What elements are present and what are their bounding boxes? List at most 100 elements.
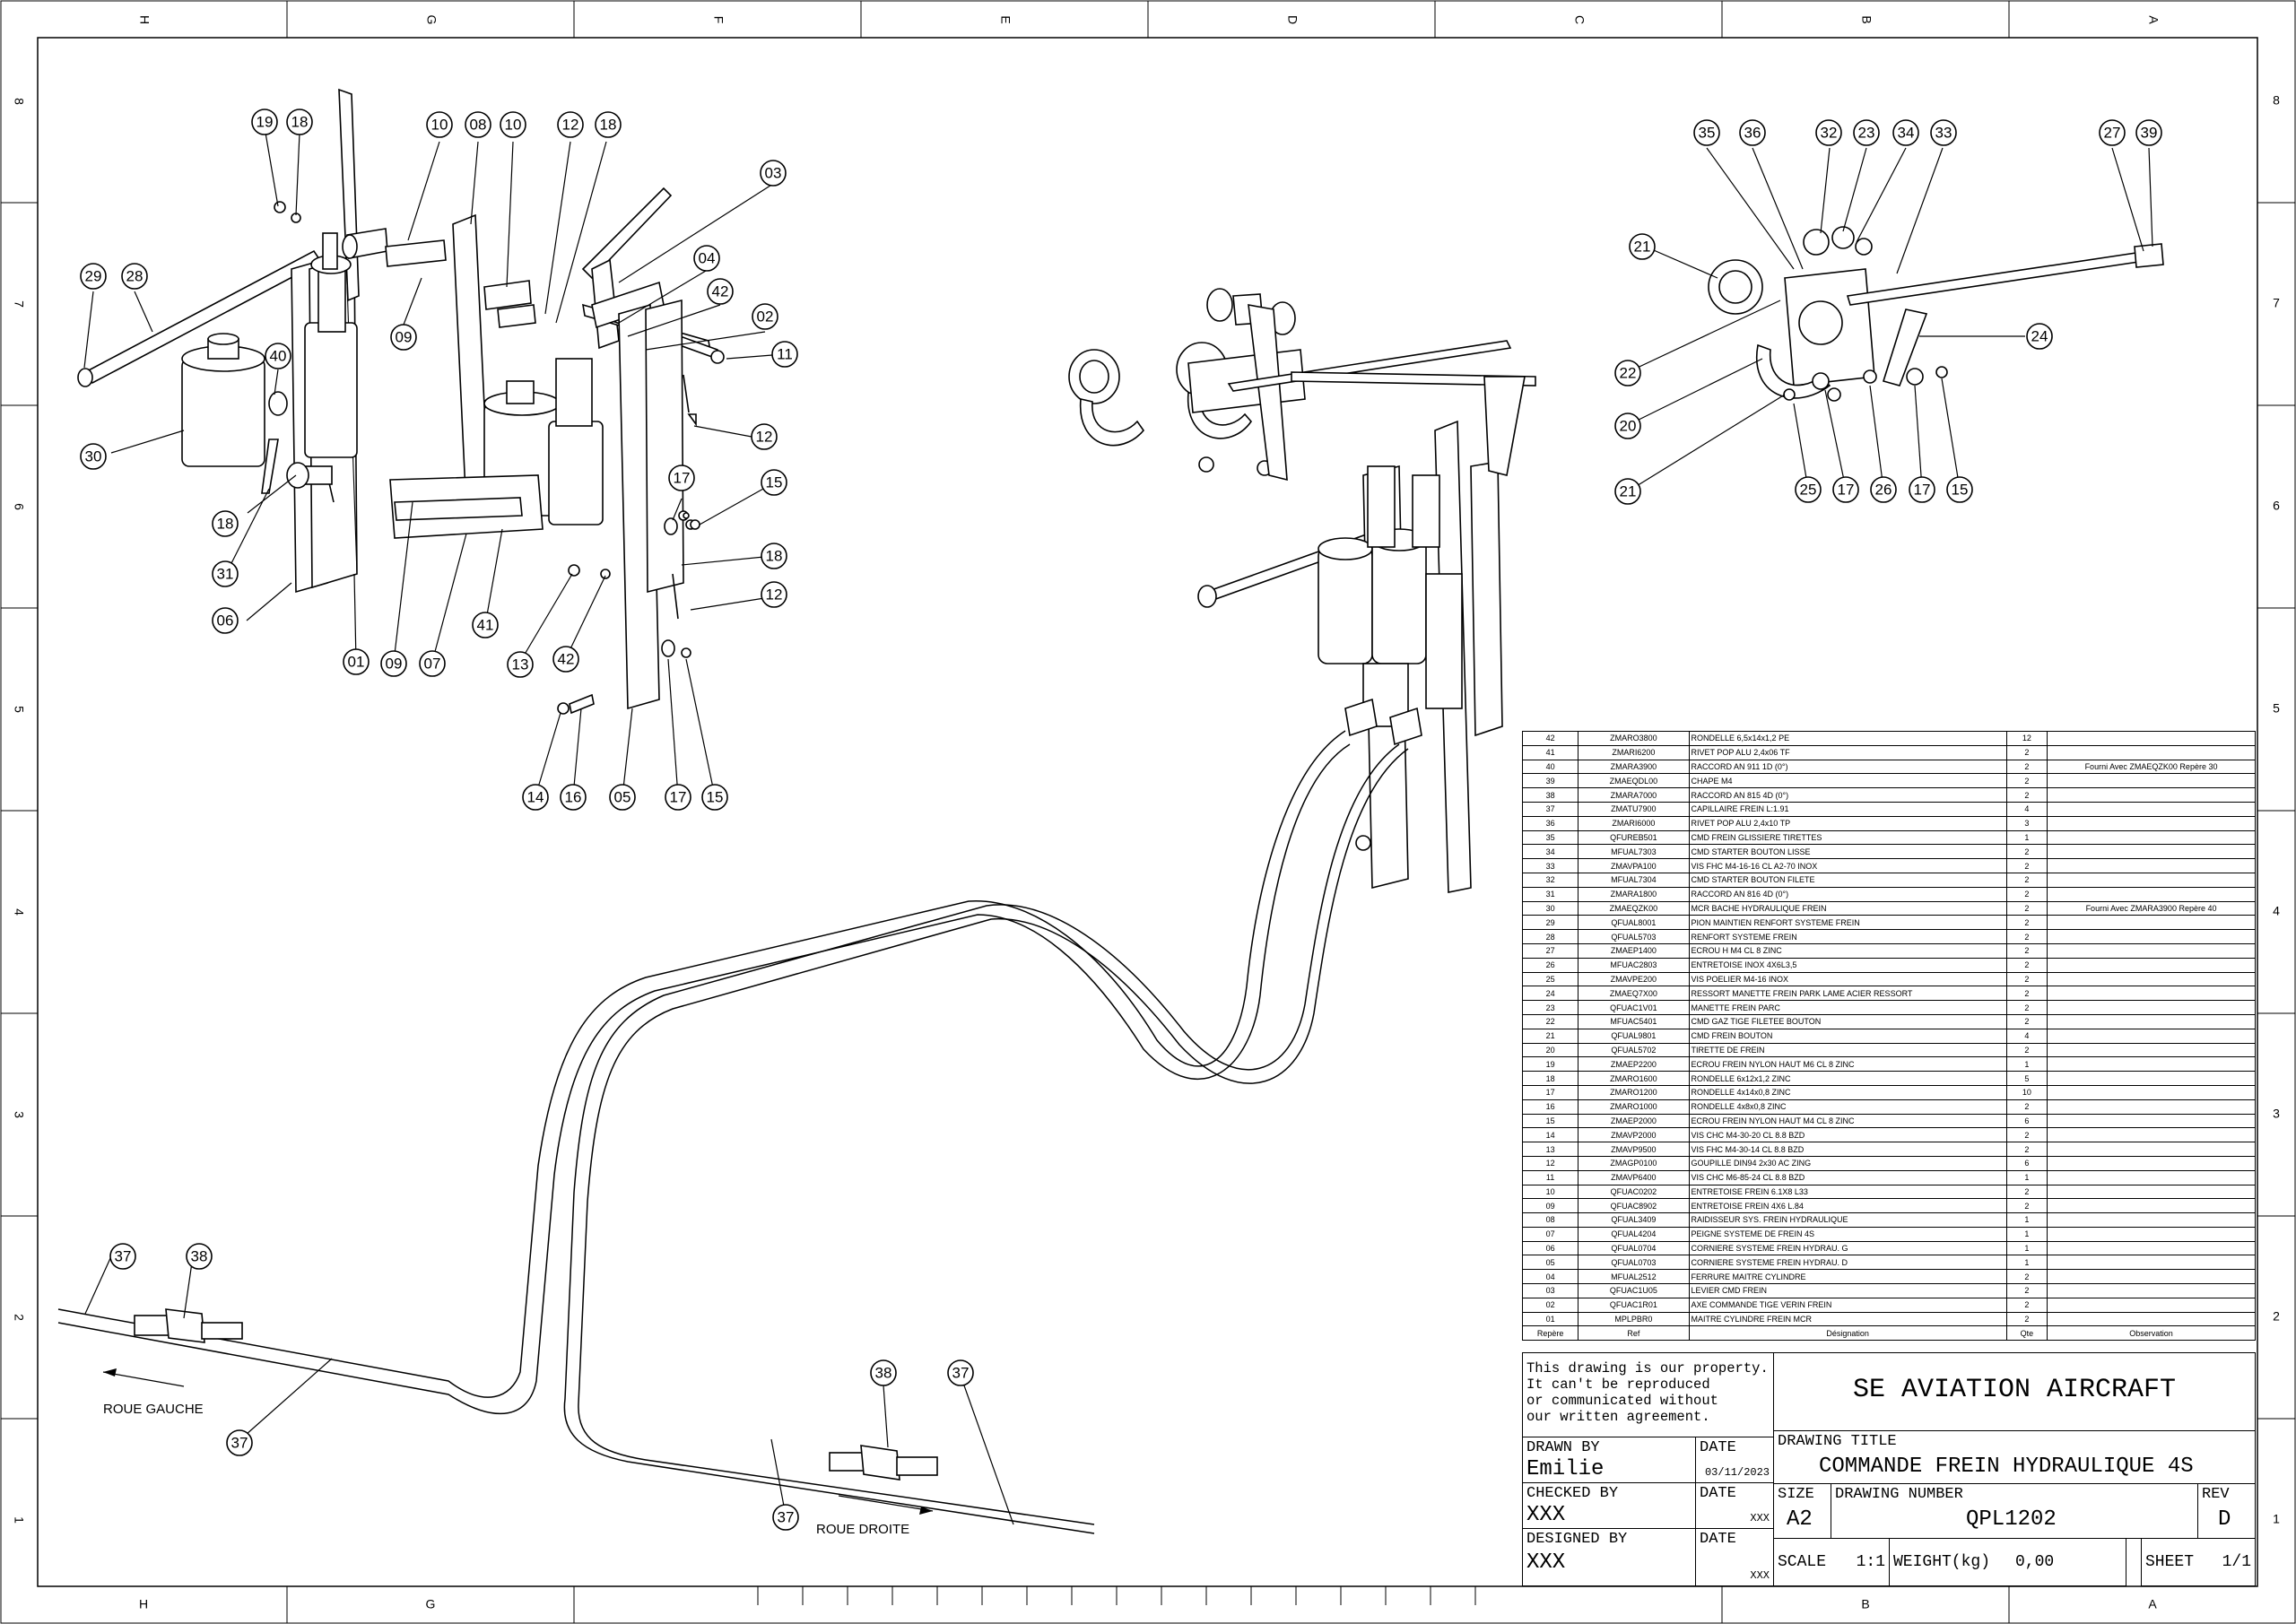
bom-cell-ref: ZMARO1000 — [1578, 1099, 1690, 1115]
balloon: 18 — [595, 111, 622, 138]
size-cell: SIZE A2 — [1773, 1483, 1831, 1539]
size-label: SIZE — [1778, 1486, 1814, 1503]
assembled-view — [1068, 288, 1536, 893]
bom-cell-qte: 2 — [2005, 1142, 2048, 1157]
designed-by-cell: DESIGNED BY XXX — [1522, 1528, 1696, 1586]
balloon-leaders — [83, 132, 2153, 1525]
drawn-by-cell: DRAWN BY Emilie — [1522, 1437, 1696, 1483]
company-cell: SE AVIATION AIRCRAFT — [1773, 1352, 2256, 1431]
scale-cell: SCALE 1:1 — [1773, 1538, 1890, 1586]
bom-cell-repere: 08 — [1521, 1212, 1579, 1228]
bom-cell-ref: ZMATU7900 — [1578, 801, 1690, 817]
designed-by: XXX — [1526, 1550, 1566, 1575]
weight-label: WEIGHT(kg) — [1893, 1553, 1991, 1571]
bom-cell-ref: QFUAC1V01 — [1578, 1000, 1690, 1015]
svg-text:31: 31 — [217, 566, 234, 583]
bom-cell-designation: RACCORD AN 911 1D (0°) — [1688, 759, 2007, 775]
bom-cell-ref: ZMAVP2000 — [1578, 1127, 1690, 1143]
bom-cell-qte: 1 — [2005, 1255, 2048, 1271]
bottom-ruler — [757, 1585, 1522, 1605]
bom-cell-observation — [2047, 844, 2256, 860]
balloon: 21 — [1629, 233, 1656, 260]
zone-right-7: 1 — [2273, 1512, 2280, 1526]
balloon: 37 — [772, 1504, 799, 1531]
bom-cell-observation — [2047, 731, 2256, 746]
zone-left-2: 6 — [12, 503, 26, 510]
svg-text:27: 27 — [2104, 125, 2121, 142]
balloon: 15 — [701, 784, 728, 811]
balloon: 10 — [426, 111, 453, 138]
bom-cell-qte: 2 — [2005, 759, 2048, 775]
bom-cell-ref: ZMARA3900 — [1578, 759, 1690, 775]
svg-text:21: 21 — [1620, 483, 1637, 500]
bom-cell-repere: 22 — [1521, 1013, 1579, 1029]
bom-cell-designation: CMD STARTER BOUTON FILETE — [1688, 872, 2007, 888]
svg-text:17: 17 — [1914, 482, 1931, 499]
bom-cell-designation: VIS FHC M4-16-16 CL A2-70 INOX — [1688, 858, 2007, 873]
zone-right-6: 2 — [2273, 1309, 2280, 1324]
bom-cell-repere: 37 — [1521, 801, 1579, 817]
bom-cell-observation — [2047, 1198, 2256, 1214]
svg-text:04: 04 — [699, 250, 716, 267]
svg-text:12: 12 — [766, 586, 783, 604]
checked-by-cell: CHECKED BY XXX — [1522, 1482, 1696, 1529]
svg-text:12: 12 — [562, 117, 579, 134]
sheet: 1/1 — [2222, 1553, 2251, 1571]
sheet-cell: SHEET 1/1 — [2141, 1538, 2256, 1586]
bom-cell-ref: ZMARO1600 — [1578, 1071, 1690, 1086]
bom-cell-ref: ZMARI6000 — [1578, 815, 1690, 831]
bom-cell-designation: CORNIERE SYSTEME FREIN HYDRAU. G — [1688, 1240, 2007, 1256]
svg-text:21: 21 — [1634, 239, 1651, 256]
bom-cell-ref: MFUAL7303 — [1578, 844, 1690, 860]
bom-cell-ref: ZMAEQZK00 — [1578, 900, 1690, 916]
balloon: 03 — [760, 160, 787, 187]
svg-text:30: 30 — [85, 448, 102, 465]
bom-cell-designation: RACCORD AN 815 4D (0°) — [1688, 787, 2007, 803]
balloon: 20 — [1614, 413, 1641, 439]
bom-cell-observation — [2047, 1000, 2256, 1015]
bom-cell-ref: ZMARA7000 — [1578, 787, 1690, 803]
bom-cell-repere: 01 — [1521, 1311, 1579, 1327]
svg-text:37: 37 — [952, 1365, 970, 1382]
zone-top-6: B — [1859, 15, 1874, 23]
bom-cell-designation: FERRURE MAITRE CYLINDRE — [1688, 1269, 2007, 1285]
bom-cell-qte: 2 — [2005, 844, 2048, 860]
bom-cell-repere: 17 — [1521, 1084, 1579, 1100]
bom-cell-ref: ZMAGP0100 — [1578, 1155, 1690, 1171]
svg-text:06: 06 — [217, 612, 234, 630]
bom-cell-repere: 31 — [1521, 886, 1579, 902]
bom-cell-ref: QFUAC8902 — [1578, 1198, 1690, 1214]
bom-cell-designation: CAPILLAIRE FREIN L:1.91 — [1688, 801, 2007, 817]
bom-cell-ref: MFUAC5401 — [1578, 1013, 1690, 1029]
drawn-date: 03/11/2023 — [1704, 1466, 1770, 1479]
bom-cell-designation: RONDELLE 4x14x0,8 ZINC — [1688, 1084, 2007, 1100]
zone-bottom-0: H — [139, 1597, 148, 1611]
bom-cell-designation: MAITRE CYLINDRE FREIN MCR — [1688, 1311, 2007, 1327]
bom-cell-qte: 2 — [2005, 1127, 2048, 1143]
bom-cell-qte: 1 — [2005, 1240, 2048, 1256]
drawn-by-label: DRAWN BY — [1526, 1439, 1600, 1456]
bom-cell-qte: 2 — [2005, 1184, 2048, 1200]
notice-line: It can't be reproduced — [1526, 1376, 1710, 1393]
zone-bottom-2: B — [1861, 1597, 1869, 1611]
hydraulic-lines — [57, 730, 1409, 1534]
svg-text:18: 18 — [766, 548, 783, 565]
balloon: 40 — [265, 343, 291, 369]
bom-cell-qte: 2 — [2005, 1099, 2048, 1115]
balloon: 18 — [212, 510, 239, 537]
svg-text:32: 32 — [1821, 125, 1838, 142]
bom-cell-observation — [2047, 1099, 2256, 1115]
bom-cell-ref: MFUAC2803 — [1578, 957, 1690, 973]
svg-text:02: 02 — [757, 308, 774, 326]
bom-cell-designation: TIRETTE DE FREIN — [1688, 1042, 2007, 1058]
zone-right-0: 8 — [2273, 93, 2280, 108]
